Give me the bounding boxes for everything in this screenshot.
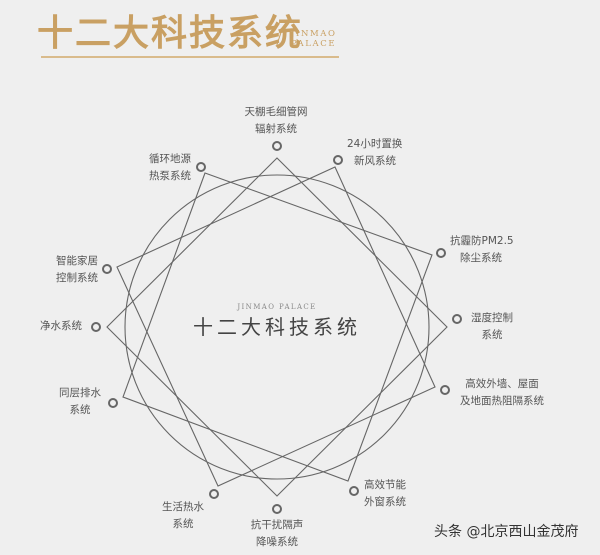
- label-line: 净水系统: [40, 320, 82, 332]
- system-label-drainage: 同层排水 系统: [52, 385, 108, 419]
- node-marker-fresh-air: [333, 155, 343, 165]
- system-label-heat-pump: 循环地源 热泵系统: [135, 151, 191, 185]
- system-label-humidity: 湿度控制 系统: [465, 310, 519, 344]
- node-marker-water-purification: [91, 322, 101, 332]
- title-underline: [41, 56, 339, 58]
- node-marker-noise: [272, 504, 282, 514]
- label-line: 系统: [481, 329, 503, 341]
- node-marker-humidity: [452, 314, 462, 324]
- node-marker-windows: [349, 486, 359, 496]
- node-marker-hot-water: [209, 489, 219, 499]
- label-line: 除尘系统: [460, 252, 502, 264]
- source-watermark: 头条 @北京西山金茂府: [434, 524, 579, 540]
- system-label-hot-water: 生活热水 系统: [155, 499, 211, 533]
- label-line: 24小时置换: [347, 138, 403, 150]
- node-marker-ceiling-radiant: [272, 141, 282, 151]
- label-line: 抗霾防PM2.5: [450, 235, 514, 247]
- system-label-thermal-insulation: 高效外墙、屋面 及地面热阻隔系统: [452, 376, 552, 410]
- brand-logo-text: JINMAO PALACE: [291, 29, 337, 49]
- label-line: 热泵系统: [149, 170, 191, 182]
- star-square-a: [106, 157, 448, 497]
- label-line: 高效外墙、屋面: [465, 378, 539, 390]
- center-title: 十二大科技系统: [193, 315, 361, 339]
- node-marker-thermal-insulation: [440, 385, 450, 395]
- label-line: 及地面热阻隔系统: [460, 395, 544, 407]
- label-line: 湿度控制: [471, 312, 513, 324]
- system-label-ceiling-radiant: 天棚毛细管网 辐射系统: [226, 104, 326, 138]
- node-marker-pm25: [436, 248, 446, 258]
- label-line: 循环地源: [149, 153, 191, 165]
- label-line: 天棚毛细管网: [244, 106, 308, 118]
- label-line: 高效节能: [364, 479, 406, 491]
- label-line: 新风系统: [354, 155, 396, 167]
- inner-circle: [124, 174, 430, 480]
- star-square-c: [122, 172, 433, 482]
- label-line: 降噪系统: [256, 536, 298, 548]
- node-marker-heat-pump: [196, 162, 206, 172]
- system-label-pm25: 抗霾防PM2.5 除尘系统: [450, 233, 514, 267]
- system-label-smart-home: 智能家居 控制系统: [44, 253, 98, 287]
- label-line: 生活热水: [162, 501, 204, 513]
- star-square-b: [116, 166, 436, 487]
- brand-line-2: PALACE: [291, 39, 337, 49]
- page-title: 十二大科技系统: [37, 13, 304, 54]
- label-line: 外窗系统: [364, 496, 406, 508]
- node-marker-smart-home: [102, 264, 112, 274]
- label-line: 系统: [172, 518, 194, 530]
- label-line: 辐射系统: [255, 123, 297, 135]
- node-marker-drainage: [108, 398, 118, 408]
- system-label-water-purification: 净水系统: [30, 318, 82, 335]
- label-line: 同层排水: [59, 387, 101, 399]
- center-brand: JINMAO PALACE: [237, 303, 317, 311]
- label-line: 抗干扰隔声: [250, 519, 304, 531]
- system-label-noise: 抗干扰隔声 降噪系统: [237, 517, 317, 551]
- system-label-fresh-air: 24小时置换 新风系统: [347, 136, 402, 170]
- system-label-windows: 高效节能 外窗系统: [364, 477, 406, 511]
- label-line: 智能家居: [56, 255, 98, 267]
- label-line: 系统: [69, 404, 91, 416]
- brand-line-1: JINMAO: [291, 29, 337, 39]
- label-line: 控制系统: [56, 272, 98, 284]
